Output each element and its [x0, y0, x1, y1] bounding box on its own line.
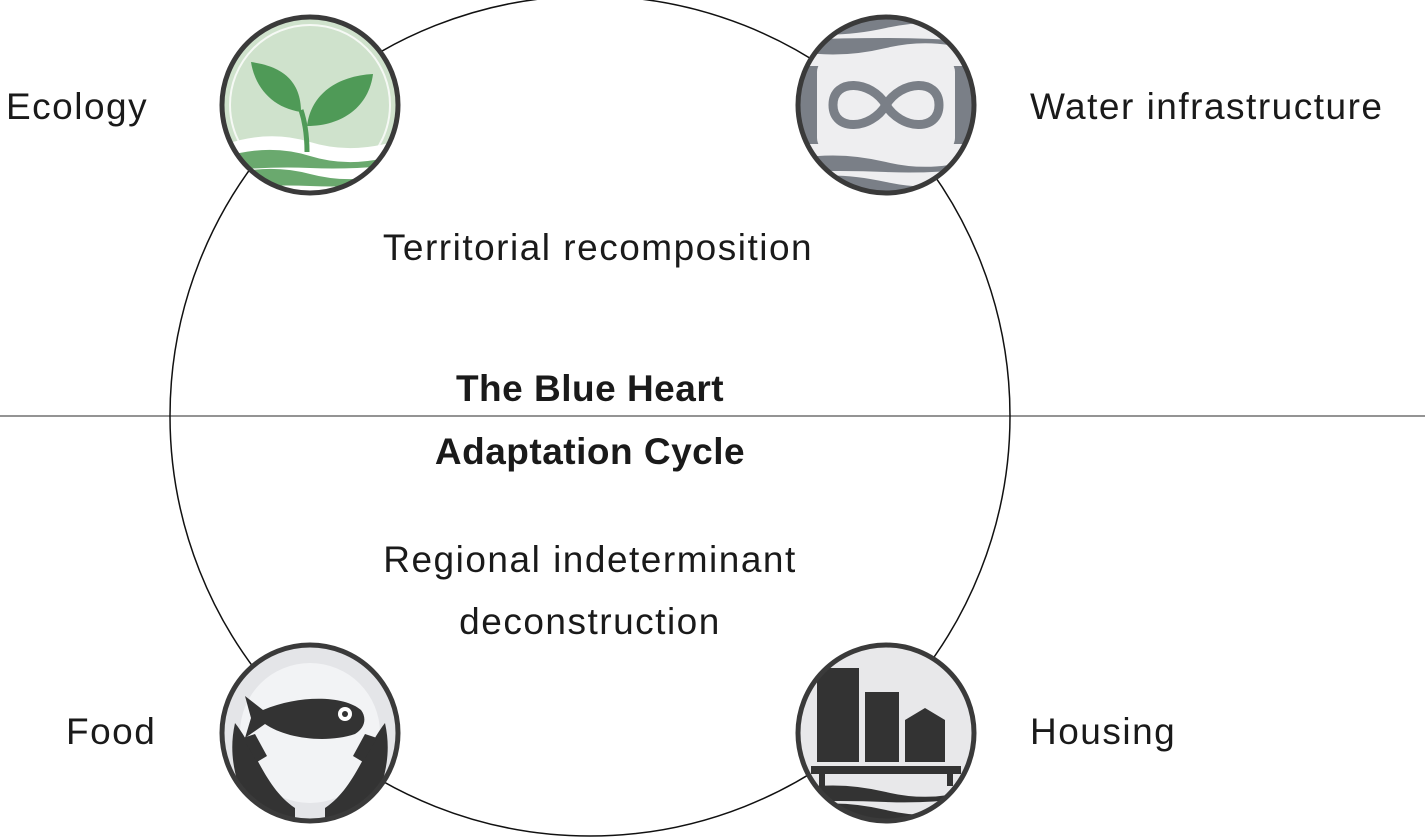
housing-node — [791, 638, 981, 828]
cycle-circle — [169, 0, 1011, 837]
sprout-icon — [219, 14, 401, 196]
water-infrastructure-node — [791, 10, 981, 200]
diagram-title-line2: Adaptation Cycle — [434, 431, 746, 472]
node-label-food: Food — [66, 711, 157, 752]
buildings-on-water-icon — [795, 642, 977, 824]
upper-half-label: Territorial recomposition — [382, 227, 814, 268]
node-label-housing: Housing — [1030, 711, 1177, 752]
food-node — [215, 638, 405, 828]
infinity-icon — [795, 14, 977, 196]
lower-half-label-line2: deconstruction — [459, 601, 721, 642]
lower-half-label-line1: Regional indeterminant — [383, 539, 797, 580]
node-label-ecology: Ecology — [6, 86, 149, 127]
diagram-title-line1: The Blue Heart — [455, 368, 725, 409]
ecology-node — [215, 10, 405, 200]
fish-in-hands-icon — [219, 642, 401, 824]
node-label-water-infrastructure: Water infrastructure — [1030, 86, 1384, 127]
